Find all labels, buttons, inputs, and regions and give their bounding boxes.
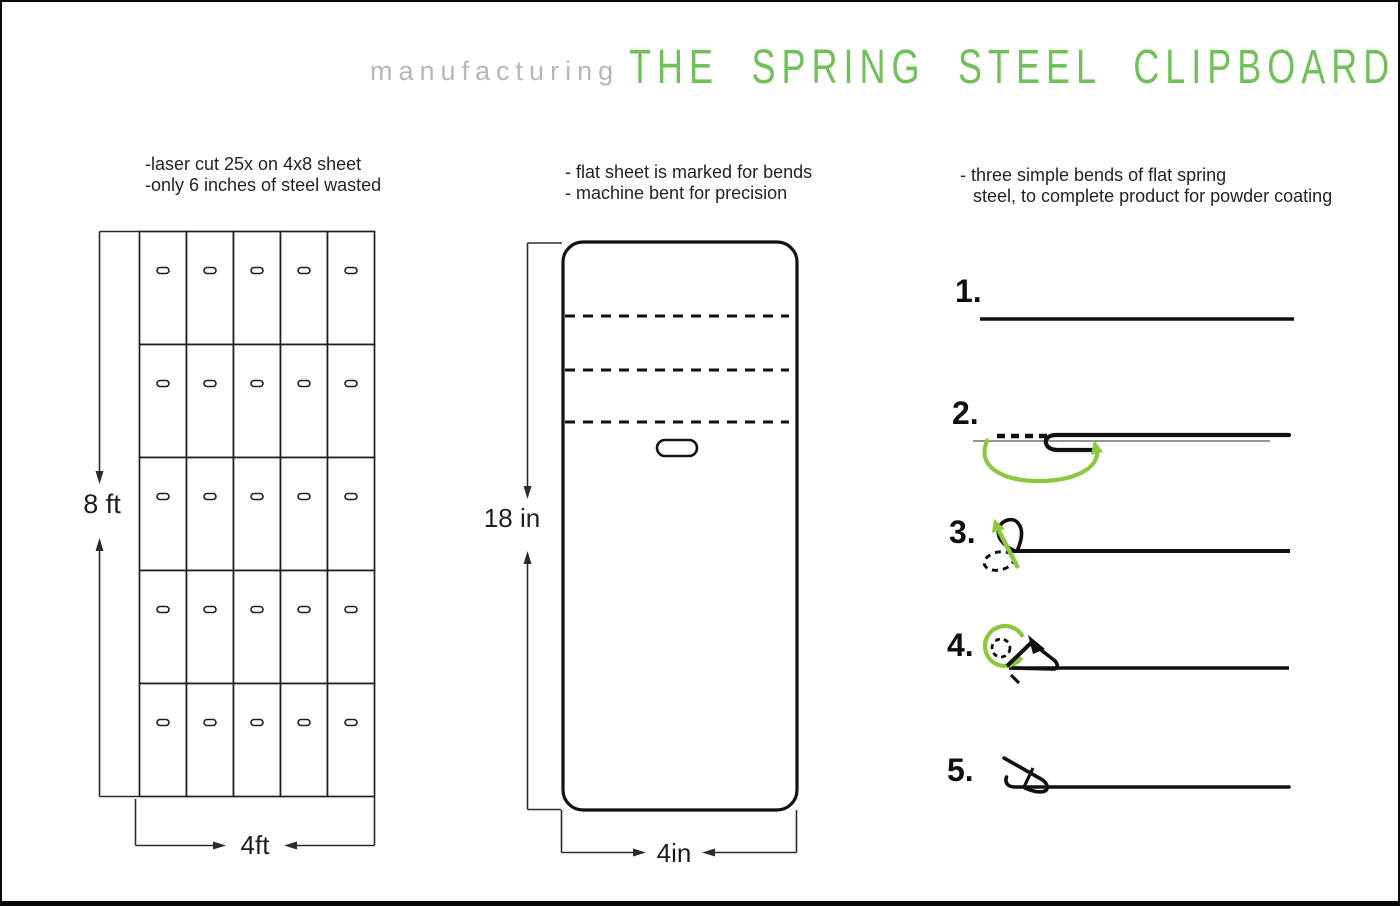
sheet-cut-cell bbox=[326, 230, 376, 346]
dim-label-4ft: 4ft bbox=[240, 830, 270, 860]
dim-label-18in: 18 in bbox=[483, 503, 541, 533]
clip-slot bbox=[297, 492, 311, 501]
dim-label-8ft: 8 ft bbox=[83, 489, 121, 519]
clip-slot bbox=[344, 266, 358, 275]
bending-notes: - flat sheet is marked for bends - machi… bbox=[565, 162, 812, 204]
cutting-notes: -laser cut 25x on 4x8 sheet -only 6 inch… bbox=[145, 154, 381, 196]
sheet-cut-cell bbox=[232, 682, 282, 798]
clip-slot bbox=[250, 605, 264, 614]
cut-grid-cells bbox=[138, 230, 376, 798]
sheet-cut-cell bbox=[138, 230, 188, 346]
sheet-cut-cell bbox=[279, 343, 329, 459]
clip-slot bbox=[297, 605, 311, 614]
clip-slot bbox=[250, 266, 264, 275]
sheet-cut-cell bbox=[326, 682, 376, 798]
sheet-cut-cell bbox=[279, 569, 329, 685]
sheet-cut-cell bbox=[279, 682, 329, 798]
sheet-cut-cell bbox=[326, 569, 376, 685]
steps-note-line: steel, to complete product for powder co… bbox=[973, 186, 1333, 206]
cut-sheet-diagram bbox=[95, 230, 376, 850]
sheet-cut-cell bbox=[326, 456, 376, 572]
bend-step-2-drawing bbox=[973, 432, 1292, 484]
dim-label-4in: 4in bbox=[656, 838, 692, 868]
step-number-4: 4. bbox=[947, 627, 974, 663]
clip-slot bbox=[344, 492, 358, 501]
clip-slot bbox=[203, 379, 217, 388]
sheet-cut-cell bbox=[232, 456, 282, 572]
sheet-cut-cell bbox=[232, 230, 282, 346]
clip-slot bbox=[156, 266, 170, 275]
dimension-4in bbox=[560, 810, 798, 857]
step-number-2: 2. bbox=[952, 395, 979, 431]
clip-slot bbox=[156, 492, 170, 501]
clip-slot bbox=[344, 718, 358, 727]
steps-notes: - three simple bends of flat spring stee… bbox=[960, 165, 1332, 207]
sheet-cut-cell bbox=[232, 569, 282, 685]
sheet-cut-cell bbox=[279, 230, 329, 346]
sheet-cut-cell bbox=[185, 456, 235, 572]
clip-slot bbox=[297, 266, 311, 275]
sheet-cut-cell bbox=[138, 569, 188, 685]
clip-slot bbox=[203, 492, 217, 501]
sheet-cut-cell bbox=[232, 343, 282, 459]
cutting-note-line: -laser cut 25x on 4x8 sheet bbox=[145, 154, 362, 174]
sheet-cut-cell bbox=[185, 343, 235, 459]
marked-blank-diagram bbox=[523, 240, 799, 857]
bending-note-line: - machine bent for precision bbox=[565, 183, 788, 203]
step-number-1: 1. bbox=[955, 273, 982, 309]
clip-slot bbox=[250, 718, 264, 727]
dimension-8ft bbox=[95, 230, 139, 798]
sheet-cut-cell bbox=[279, 456, 329, 572]
steps-note-line: - three simple bends of flat spring bbox=[960, 165, 1227, 185]
sheet-cut-cell bbox=[185, 682, 235, 798]
bend-step-5-drawing bbox=[1002, 756, 1291, 794]
sheet-cut-cell bbox=[185, 230, 235, 346]
clip-slot bbox=[250, 492, 264, 501]
cutting-note-line: -only 6 inches of steel wasted bbox=[145, 175, 382, 195]
sheet-cut-cell bbox=[138, 682, 188, 798]
clip-slot bbox=[203, 718, 217, 727]
sheet-cut-cell bbox=[138, 456, 188, 572]
clip-slot bbox=[203, 605, 217, 614]
clip-slot bbox=[156, 605, 170, 614]
bend-step-4-drawing bbox=[982, 623, 1289, 685]
clip-slot bbox=[297, 379, 311, 388]
bend-step-3-drawing bbox=[982, 517, 1290, 572]
clip-slot bbox=[344, 379, 358, 388]
sheet-cut-cell bbox=[185, 569, 235, 685]
clip-slot bbox=[344, 605, 358, 614]
bending-note-line: - flat sheet is marked for bends bbox=[565, 162, 813, 182]
page-title: THE SPRING STEEL CLIPBOARD bbox=[629, 41, 1396, 94]
sheet-cut-cell bbox=[138, 343, 188, 459]
step-number-5: 5. bbox=[947, 752, 974, 788]
clip-slot bbox=[156, 718, 170, 727]
clip-slot bbox=[297, 718, 311, 727]
clip-slot bbox=[250, 379, 264, 388]
clip-slot bbox=[156, 379, 170, 388]
dimension-4ft bbox=[134, 797, 376, 850]
dimension-18in bbox=[523, 242, 562, 811]
step-number-3: 3. bbox=[949, 514, 976, 550]
clip-slot bbox=[203, 266, 217, 275]
hang-slot bbox=[655, 438, 699, 458]
sheet-cut-cell bbox=[326, 343, 376, 459]
title-kicker: manufacturing bbox=[370, 56, 620, 86]
